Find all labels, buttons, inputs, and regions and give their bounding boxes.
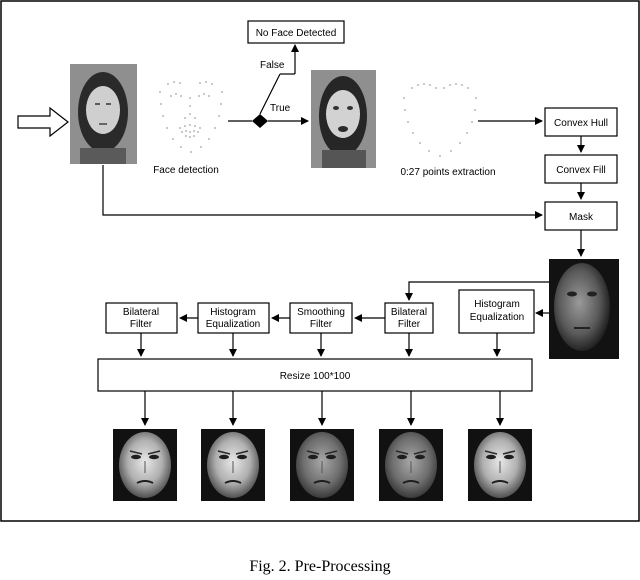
- mask-label: Mask: [569, 212, 594, 223]
- convex-fill-label: Convex Fill: [556, 165, 605, 176]
- input-face-photo: [70, 64, 137, 164]
- histogram-label-2a: Histogram: [474, 299, 520, 310]
- smoothing-label-a: Smoothing: [297, 307, 345, 318]
- face-landmark-dots: [159, 81, 223, 153]
- histogram-label-1a: Histogram: [210, 307, 256, 318]
- output-images: [113, 429, 532, 501]
- convex-hull-label: Convex Hull: [554, 118, 608, 129]
- bilateral-label-1a: Bilateral: [123, 307, 159, 318]
- detected-face-photo: [311, 70, 376, 168]
- histogram-equalization-box-2: [458, 289, 535, 334]
- figure-caption: Fig. 2. Pre-Processing: [249, 558, 391, 575]
- bilateral-label-1b: Filter: [130, 319, 153, 330]
- bilateral-only-output: [379, 429, 443, 501]
- input-arrow: [17, 106, 69, 138]
- true-label: True: [270, 103, 291, 114]
- false-label: False: [260, 60, 285, 71]
- bilateral-label-2b: Filter: [398, 319, 421, 330]
- no-face-label: No Face Detected: [256, 28, 337, 39]
- no-face-box: [247, 20, 345, 44]
- arrow-photo-to-mask: [102, 165, 543, 219]
- face-detection-label: Face detection: [153, 165, 219, 176]
- histogram-label-2b: Equalization: [470, 312, 524, 323]
- smoothing-label-b: Filter: [310, 319, 333, 330]
- convex-fill-box: [544, 154, 618, 184]
- bilateral-label-2a: Bilateral: [391, 307, 427, 318]
- mask-box: [544, 201, 618, 231]
- decision-diamond: [252, 114, 268, 128]
- arrow-to-bilateral-2: [405, 281, 549, 301]
- histogram-label-1b: Equalization: [206, 319, 260, 330]
- masked-face-image: [549, 259, 619, 359]
- resize-box: [97, 358, 533, 392]
- bilateral-output: [113, 429, 177, 501]
- smoothing-output: [290, 429, 354, 501]
- histogram-bilateral-output: [201, 429, 265, 501]
- histogram-only-output: [468, 429, 532, 501]
- jaw-brow-points: [403, 83, 477, 157]
- points-extraction-label: 0:27 points extraction: [400, 167, 495, 178]
- convex-hull-box: [544, 107, 618, 137]
- bilateral-filter-box-1: [105, 302, 178, 334]
- histogram-equalization-box-1: [197, 302, 270, 334]
- resize-label: Resize 100*100: [280, 371, 351, 382]
- false-connector-diag: [259, 73, 281, 115]
- diagram-frame: [0, 0, 640, 522]
